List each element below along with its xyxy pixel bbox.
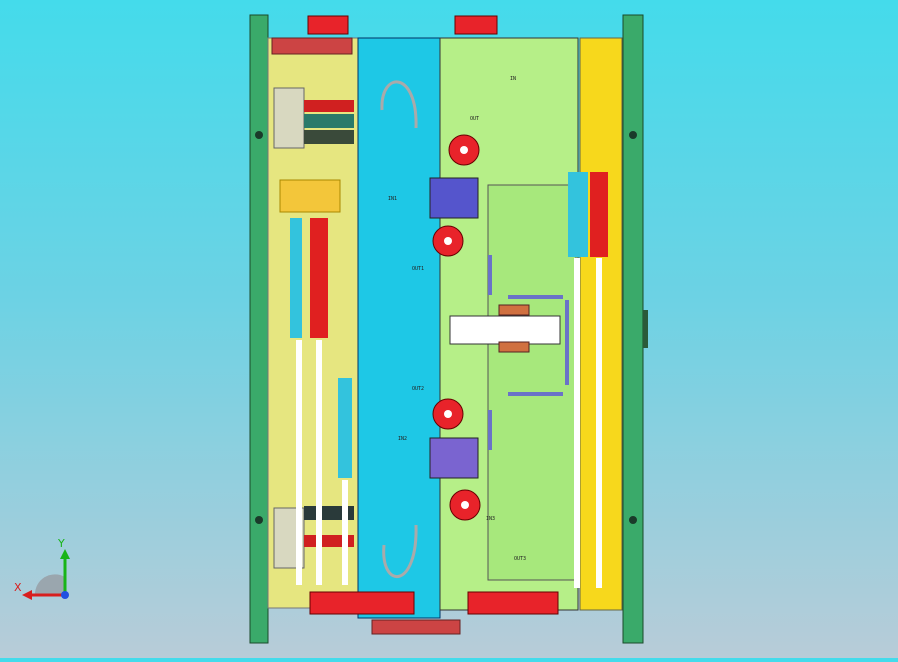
y-axis-label: Y: [57, 537, 65, 550]
callout-label: OUT: [470, 116, 479, 122]
guide-rod: [488, 410, 492, 450]
ejector-pin: [498, 341, 530, 353]
screw-hole: [629, 516, 637, 524]
cooling-rod: [596, 258, 602, 588]
callout-label: IN3: [486, 516, 495, 522]
red-bushing: [449, 489, 481, 521]
side-clamp: [643, 310, 648, 348]
cyan-strip: [290, 218, 302, 338]
y-axis-head: [60, 549, 70, 559]
cooling-rod: [342, 480, 348, 585]
bottom-manifold: [309, 591, 415, 615]
red-bushing: [432, 225, 464, 257]
screw-hole: [255, 516, 263, 524]
cooling-rod: [574, 258, 580, 588]
blue-block: [429, 177, 479, 219]
cooling-rod: [296, 340, 302, 585]
bottom-manifold: [467, 591, 559, 615]
purple-block: [429, 437, 479, 479]
red-strip: [590, 172, 608, 257]
screw-hole: [629, 131, 637, 139]
cavity-plate: [357, 37, 441, 619]
screw-hole: [255, 131, 263, 139]
triad-base: [34, 574, 65, 595]
right-clamp-plate: [622, 14, 644, 644]
callout-label: OUT2: [412, 386, 424, 392]
guide-rod: [508, 295, 563, 299]
left-clamp-plate: [249, 14, 269, 644]
ejector-pin: [498, 304, 530, 316]
callout-label: IN1: [388, 196, 397, 202]
red-bushing: [448, 134, 480, 166]
z-axis-dot: [61, 591, 69, 599]
cylinder-red: [304, 100, 354, 112]
ejector-bar: [449, 315, 561, 345]
callout-label: IN2: [398, 436, 407, 442]
guide-rod: [508, 392, 563, 396]
yellow-pad: [279, 179, 341, 213]
callout-label: IN: [510, 76, 516, 82]
cyan-strip: [568, 172, 588, 257]
red-strip: [310, 218, 328, 338]
callout-label: OUT1: [412, 266, 424, 272]
red-bushing: [432, 398, 464, 430]
callout-label: OUT3: [514, 556, 526, 562]
latch-block: [307, 15, 349, 35]
water-hose: [380, 80, 418, 129]
cylinder-housing: [273, 87, 305, 149]
guide-rod: [565, 300, 569, 385]
x-axis-head: [22, 590, 32, 600]
water-hose: [382, 524, 418, 579]
x-axis-label: X: [14, 581, 22, 594]
latch-block: [454, 15, 498, 35]
guide-rod: [488, 255, 492, 295]
cylinder-teal: [304, 114, 354, 128]
slider-plate: [487, 184, 577, 581]
top-bar-left: [271, 37, 353, 55]
axis-triad: X Y: [10, 535, 80, 605]
cylinder-dark: [304, 130, 354, 144]
cyan-strip: [338, 378, 352, 478]
bottom-bar: [371, 619, 461, 635]
cooling-rod: [316, 340, 322, 585]
